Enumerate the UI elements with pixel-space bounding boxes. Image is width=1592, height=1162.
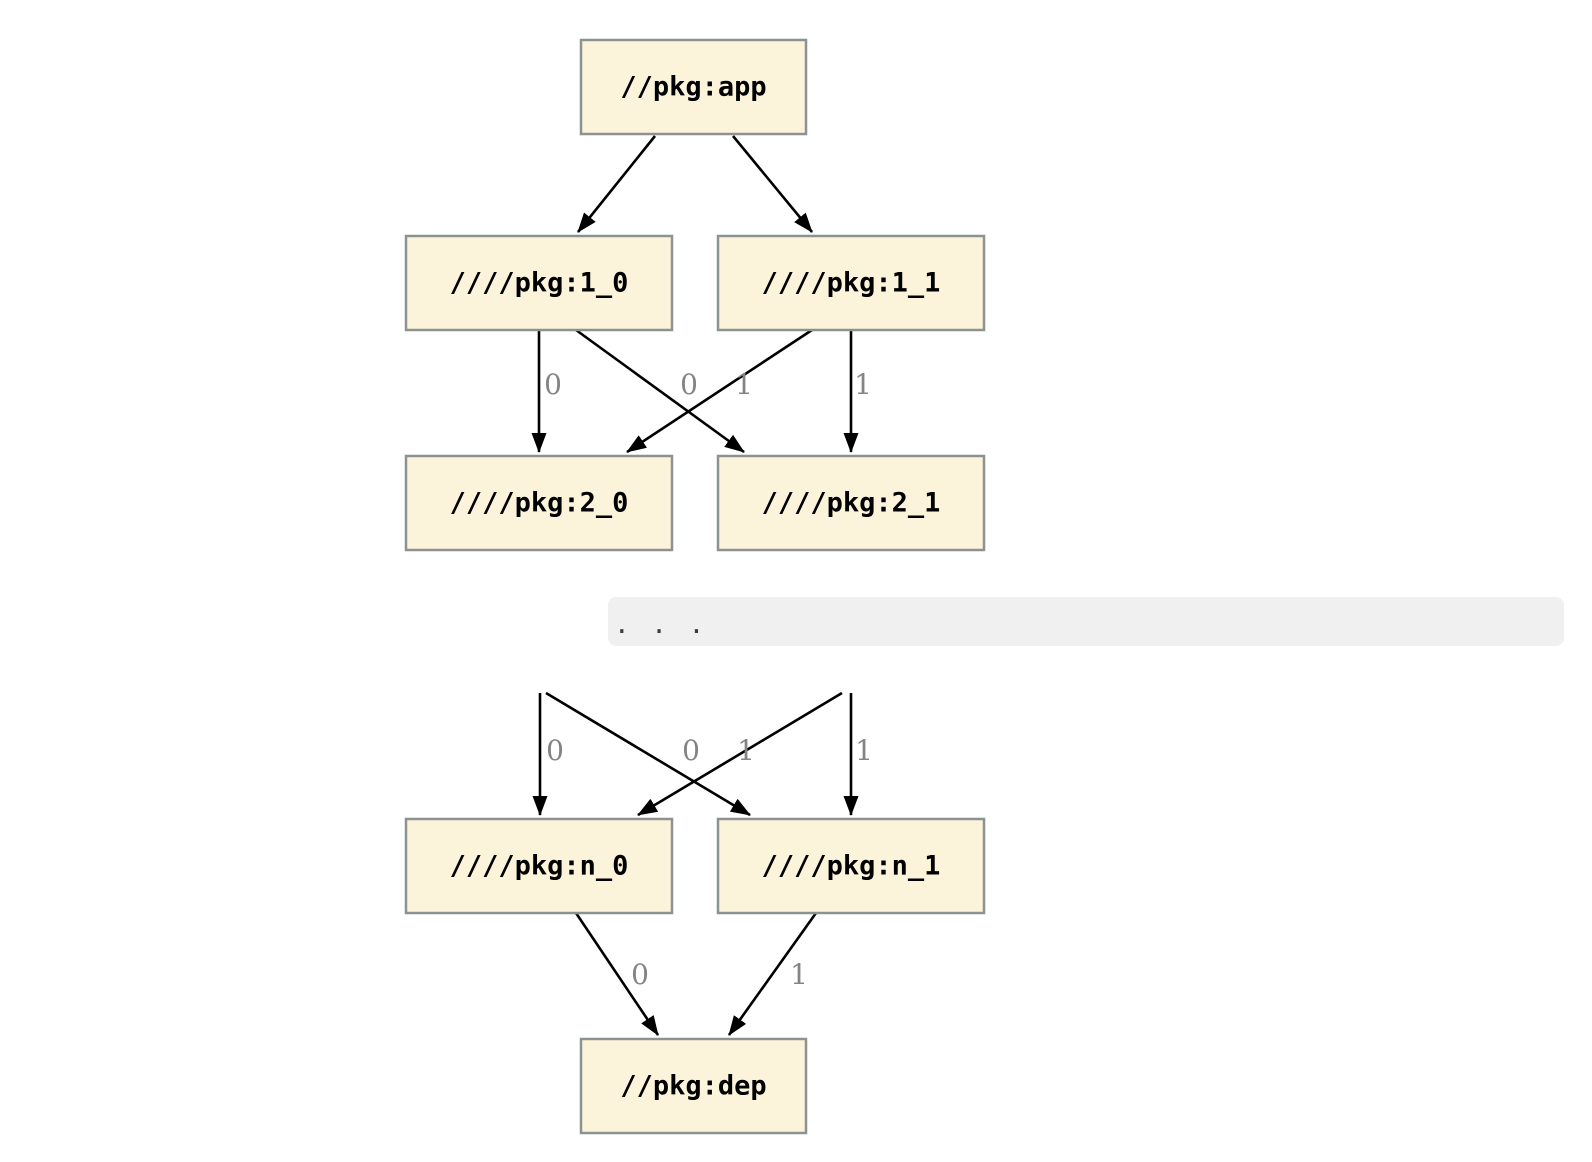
ellipsis-band-background	[608, 597, 1564, 646]
edge-label-n-d: 1	[855, 734, 873, 767]
node-2_0-label: ////pkg:2_0	[450, 488, 629, 519]
node-app-box	[579, 38, 808, 136]
node-2_1-label: ////pkg:2_1	[762, 488, 941, 519]
edge-label-dep-0: 0	[631, 958, 649, 991]
node-dep-box	[579, 1037, 808, 1135]
edge-label-1to2-a: 0	[544, 368, 562, 401]
edge-app-to-1_0	[576, 135, 657, 233]
edge-label-n-c: 1	[737, 734, 755, 767]
node-n_0: ////pkg:n_0	[404, 817, 674, 915]
node-1_1-label: ////pkg:1_1	[762, 268, 941, 299]
edge-prev-to-n_0-cross	[637, 691, 843, 817]
node-app-label: //pkg:app	[620, 72, 766, 103]
node-n_1-box	[716, 817, 986, 915]
edge-1_0-to-2_1	[575, 328, 745, 454]
node-n_1-label: ////pkg:n_1	[762, 851, 941, 882]
edge-1_1-to-2_0	[626, 328, 813, 454]
node-2_0: ////pkg:2_0	[404, 454, 674, 552]
edge-label-n-b: 0	[682, 734, 700, 767]
edge-prev-to-n_1-cross	[545, 691, 751, 817]
node-1_0-box	[404, 234, 674, 332]
node-group: //pkg:app ////pkg:1_0 ////pkg:1_1 ////pk…	[404, 38, 986, 1135]
node-app: //pkg:app	[579, 38, 808, 136]
edge-n_0-to-dep	[574, 912, 660, 1036]
edge-n_1-to-dep	[727, 912, 818, 1036]
node-1_0-label: ////pkg:1_0	[450, 268, 629, 299]
ellipsis-text: . . .	[614, 610, 704, 640]
edge-label-1to2-c: 1	[735, 368, 753, 401]
node-dep-label: //pkg:dep	[620, 1071, 766, 1102]
node-2_1-box	[716, 454, 986, 552]
node-n_0-label: ////pkg:n_0	[450, 851, 629, 882]
node-n_0-box	[404, 817, 674, 915]
node-2_1: ////pkg:2_1	[716, 454, 986, 552]
node-1_0: ////pkg:1_0	[404, 234, 674, 332]
edge-label-n-a: 0	[546, 734, 564, 767]
edge-label-group: 0 0 1 1 0 0 1 1 0 1	[544, 368, 873, 991]
edge-label-1to2-d: 1	[854, 368, 872, 401]
edge-label-dep-1: 1	[790, 958, 808, 991]
node-1_1: ////pkg:1_1	[716, 234, 986, 332]
node-1_1-box	[716, 234, 986, 332]
edge-label-1to2-b: 0	[680, 368, 698, 401]
node-2_0-box	[404, 454, 674, 552]
node-dep: //pkg:dep	[579, 1037, 808, 1135]
node-n_1: ////pkg:n_1	[716, 817, 986, 915]
ellipsis-band: . . .	[608, 597, 1564, 646]
edge-group	[531, 135, 859, 1036]
edge-app-to-1_1	[731, 135, 814, 233]
